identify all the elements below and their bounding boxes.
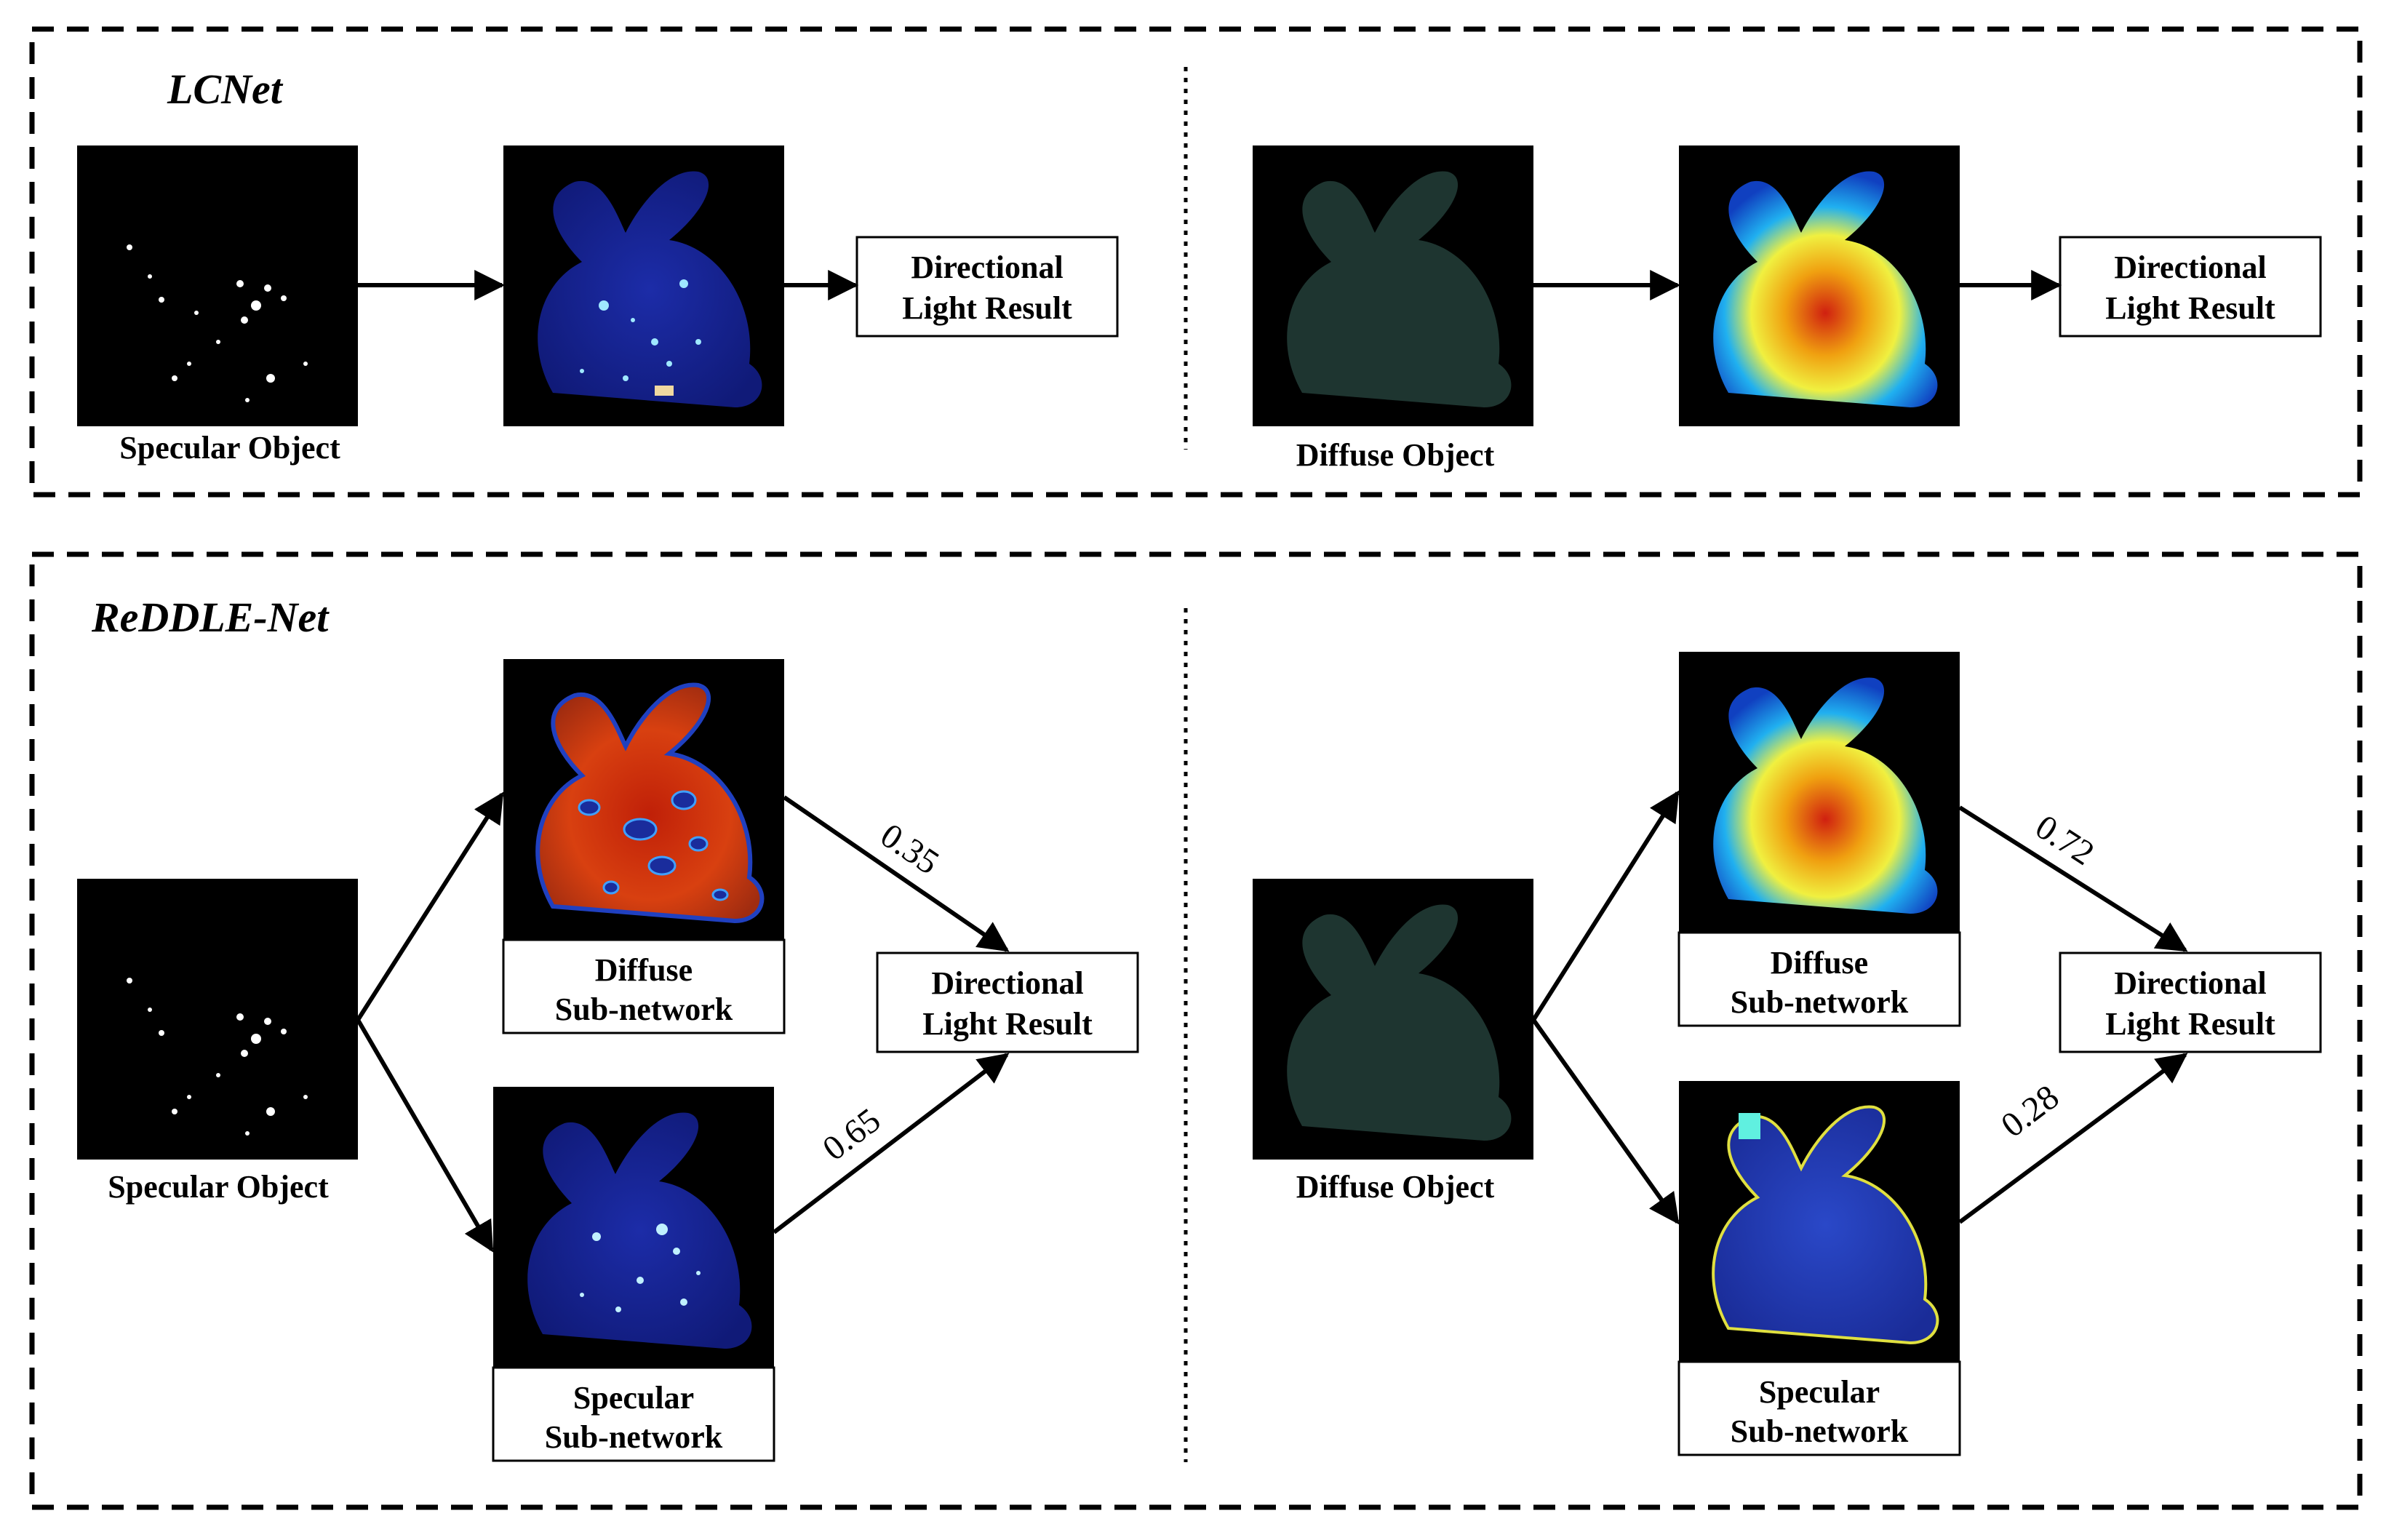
lcnet-specular-input-image <box>77 145 358 426</box>
svg-text:Specular: Specular <box>573 1380 694 1416</box>
arrow <box>356 791 504 1021</box>
arrow <box>773 1053 1010 1234</box>
reddle-specular-input-image <box>77 879 358 1160</box>
reddle-right-diffuse-subnetwork: Diffuse Sub-network <box>1677 652 1961 1027</box>
arrow <box>1958 805 2188 952</box>
lcnet-diffuse-input-image <box>1253 145 1533 426</box>
arrow <box>1531 790 1680 1021</box>
svg-text:Diffuse: Diffuse <box>595 952 693 988</box>
lcnet-diffuse-input-label: Diffuse Object <box>1296 437 1495 473</box>
reddle-left-specular-subnetwork: Specular Sub-network <box>492 1087 775 1462</box>
lcnet-specular-result-box: Directional Light Result <box>855 236 1119 338</box>
svg-text:Sub-network: Sub-network <box>545 1419 723 1455</box>
svg-text:Light Result: Light Result <box>2105 1006 2275 1042</box>
lcnet-specular-heatmap-image <box>503 145 784 426</box>
reddle-left-result-box: Directional Light Result <box>876 951 1139 1053</box>
arrow <box>1531 1018 1680 1225</box>
svg-text:Diffuse: Diffuse <box>1771 945 1868 981</box>
reddle-net-section-frame <box>29 551 2363 1510</box>
reddle-left-diffuse-weight: 0.35 <box>874 816 946 882</box>
lcnet-diffuse-heatmap-image <box>1679 145 1960 426</box>
reddle-net-title: ReDDLE-Net <box>91 594 330 641</box>
svg-text:Directional: Directional <box>911 250 1063 285</box>
reddle-diffuse-input-image <box>1253 879 1533 1160</box>
svg-text:Directional: Directional <box>2114 965 2266 1001</box>
arrow <box>1958 1053 2188 1224</box>
svg-text:Specular: Specular <box>1759 1374 1880 1410</box>
reddle-right-specular-subnetwork: Specular Sub-network <box>1677 1081 1961 1456</box>
lcnet-diffuse-result-box: Directional Light Result <box>2059 236 2322 338</box>
svg-text:Directional: Directional <box>931 965 1083 1001</box>
svg-text:Light Result: Light Result <box>902 290 1072 326</box>
reddle-diffuse-input-label: Diffuse Object <box>1296 1169 1495 1205</box>
reddle-right-diffuse-weight: 0.72 <box>2029 807 2101 873</box>
reddle-left-diffuse-subnetwork: Diffuse Sub-network <box>502 659 786 1034</box>
lcnet-section-frame <box>29 26 2363 498</box>
svg-text:Sub-network: Sub-network <box>1731 984 1909 1020</box>
svg-text:Directional: Directional <box>2114 250 2266 285</box>
svg-text:Sub-network: Sub-network <box>1731 1413 1909 1449</box>
lcnet-title: LCNet <box>167 65 284 113</box>
svg-text:Sub-network: Sub-network <box>555 992 733 1027</box>
svg-text:Light Result: Light Result <box>2105 290 2275 326</box>
reddle-specular-input-label: Specular Object <box>108 1169 329 1205</box>
arrow <box>783 795 1010 952</box>
svg-text:Light Result: Light Result <box>922 1006 1093 1042</box>
reddle-left-specular-weight: 0.65 <box>815 1101 887 1168</box>
lcnet-specular-input-label: Specular Object <box>119 430 340 466</box>
reddle-right-specular-weight: 0.28 <box>1994 1077 2066 1145</box>
arrow <box>356 1018 494 1253</box>
reddle-right-result-box: Directional Light Result <box>2059 951 2322 1053</box>
